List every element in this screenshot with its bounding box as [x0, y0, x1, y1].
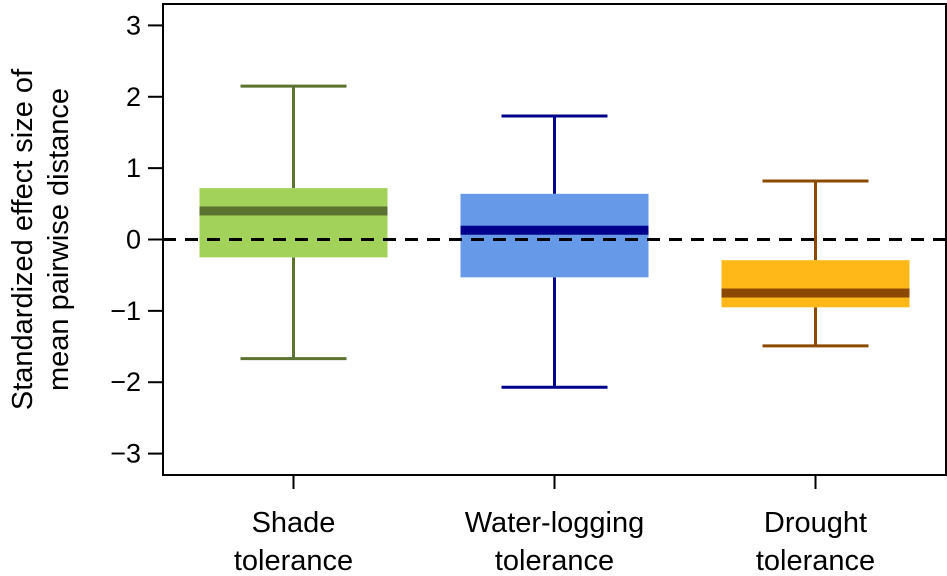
- box-group-2: [460, 114, 649, 389]
- y-tick-label: −3: [110, 439, 141, 469]
- box-group-3: [721, 179, 910, 348]
- y-axis-title-line-2: mean pairwise distance: [43, 88, 75, 391]
- y-tick-label: −2: [110, 367, 141, 397]
- median-bar: [460, 225, 649, 235]
- x-axis: Shade tolerance Water-logging tolerance Drou…: [234, 475, 875, 576]
- iqr-box: [199, 188, 388, 258]
- boxes-layer: [199, 84, 910, 389]
- median-bar: [199, 206, 388, 216]
- y-tick-label: 0: [126, 225, 141, 255]
- x-category-label-line: tolerance: [234, 545, 353, 571]
- x-category-label-line: tolerance: [495, 545, 614, 571]
- iqr-box: [460, 193, 649, 278]
- y-tick-label: 3: [126, 10, 141, 40]
- y-tick-label: 1: [126, 153, 141, 183]
- y-tick-label: 2: [126, 82, 141, 112]
- y-tick-label: −1: [110, 296, 141, 326]
- x-category-label-line: Drought: [764, 507, 867, 539]
- x-category-label-line: Water-logging: [465, 507, 644, 539]
- box-group-1: [199, 84, 388, 361]
- x-category-label-line: Shade: [252, 507, 336, 539]
- iqr-box: [721, 260, 910, 308]
- median-bar: [721, 288, 910, 298]
- y-axis-title-line-1: Standardized effect size of: [7, 68, 39, 410]
- y-axis: 3 2 1 0 −1 −2 −3: [110, 10, 163, 469]
- x-category-label-line: tolerance: [756, 545, 875, 571]
